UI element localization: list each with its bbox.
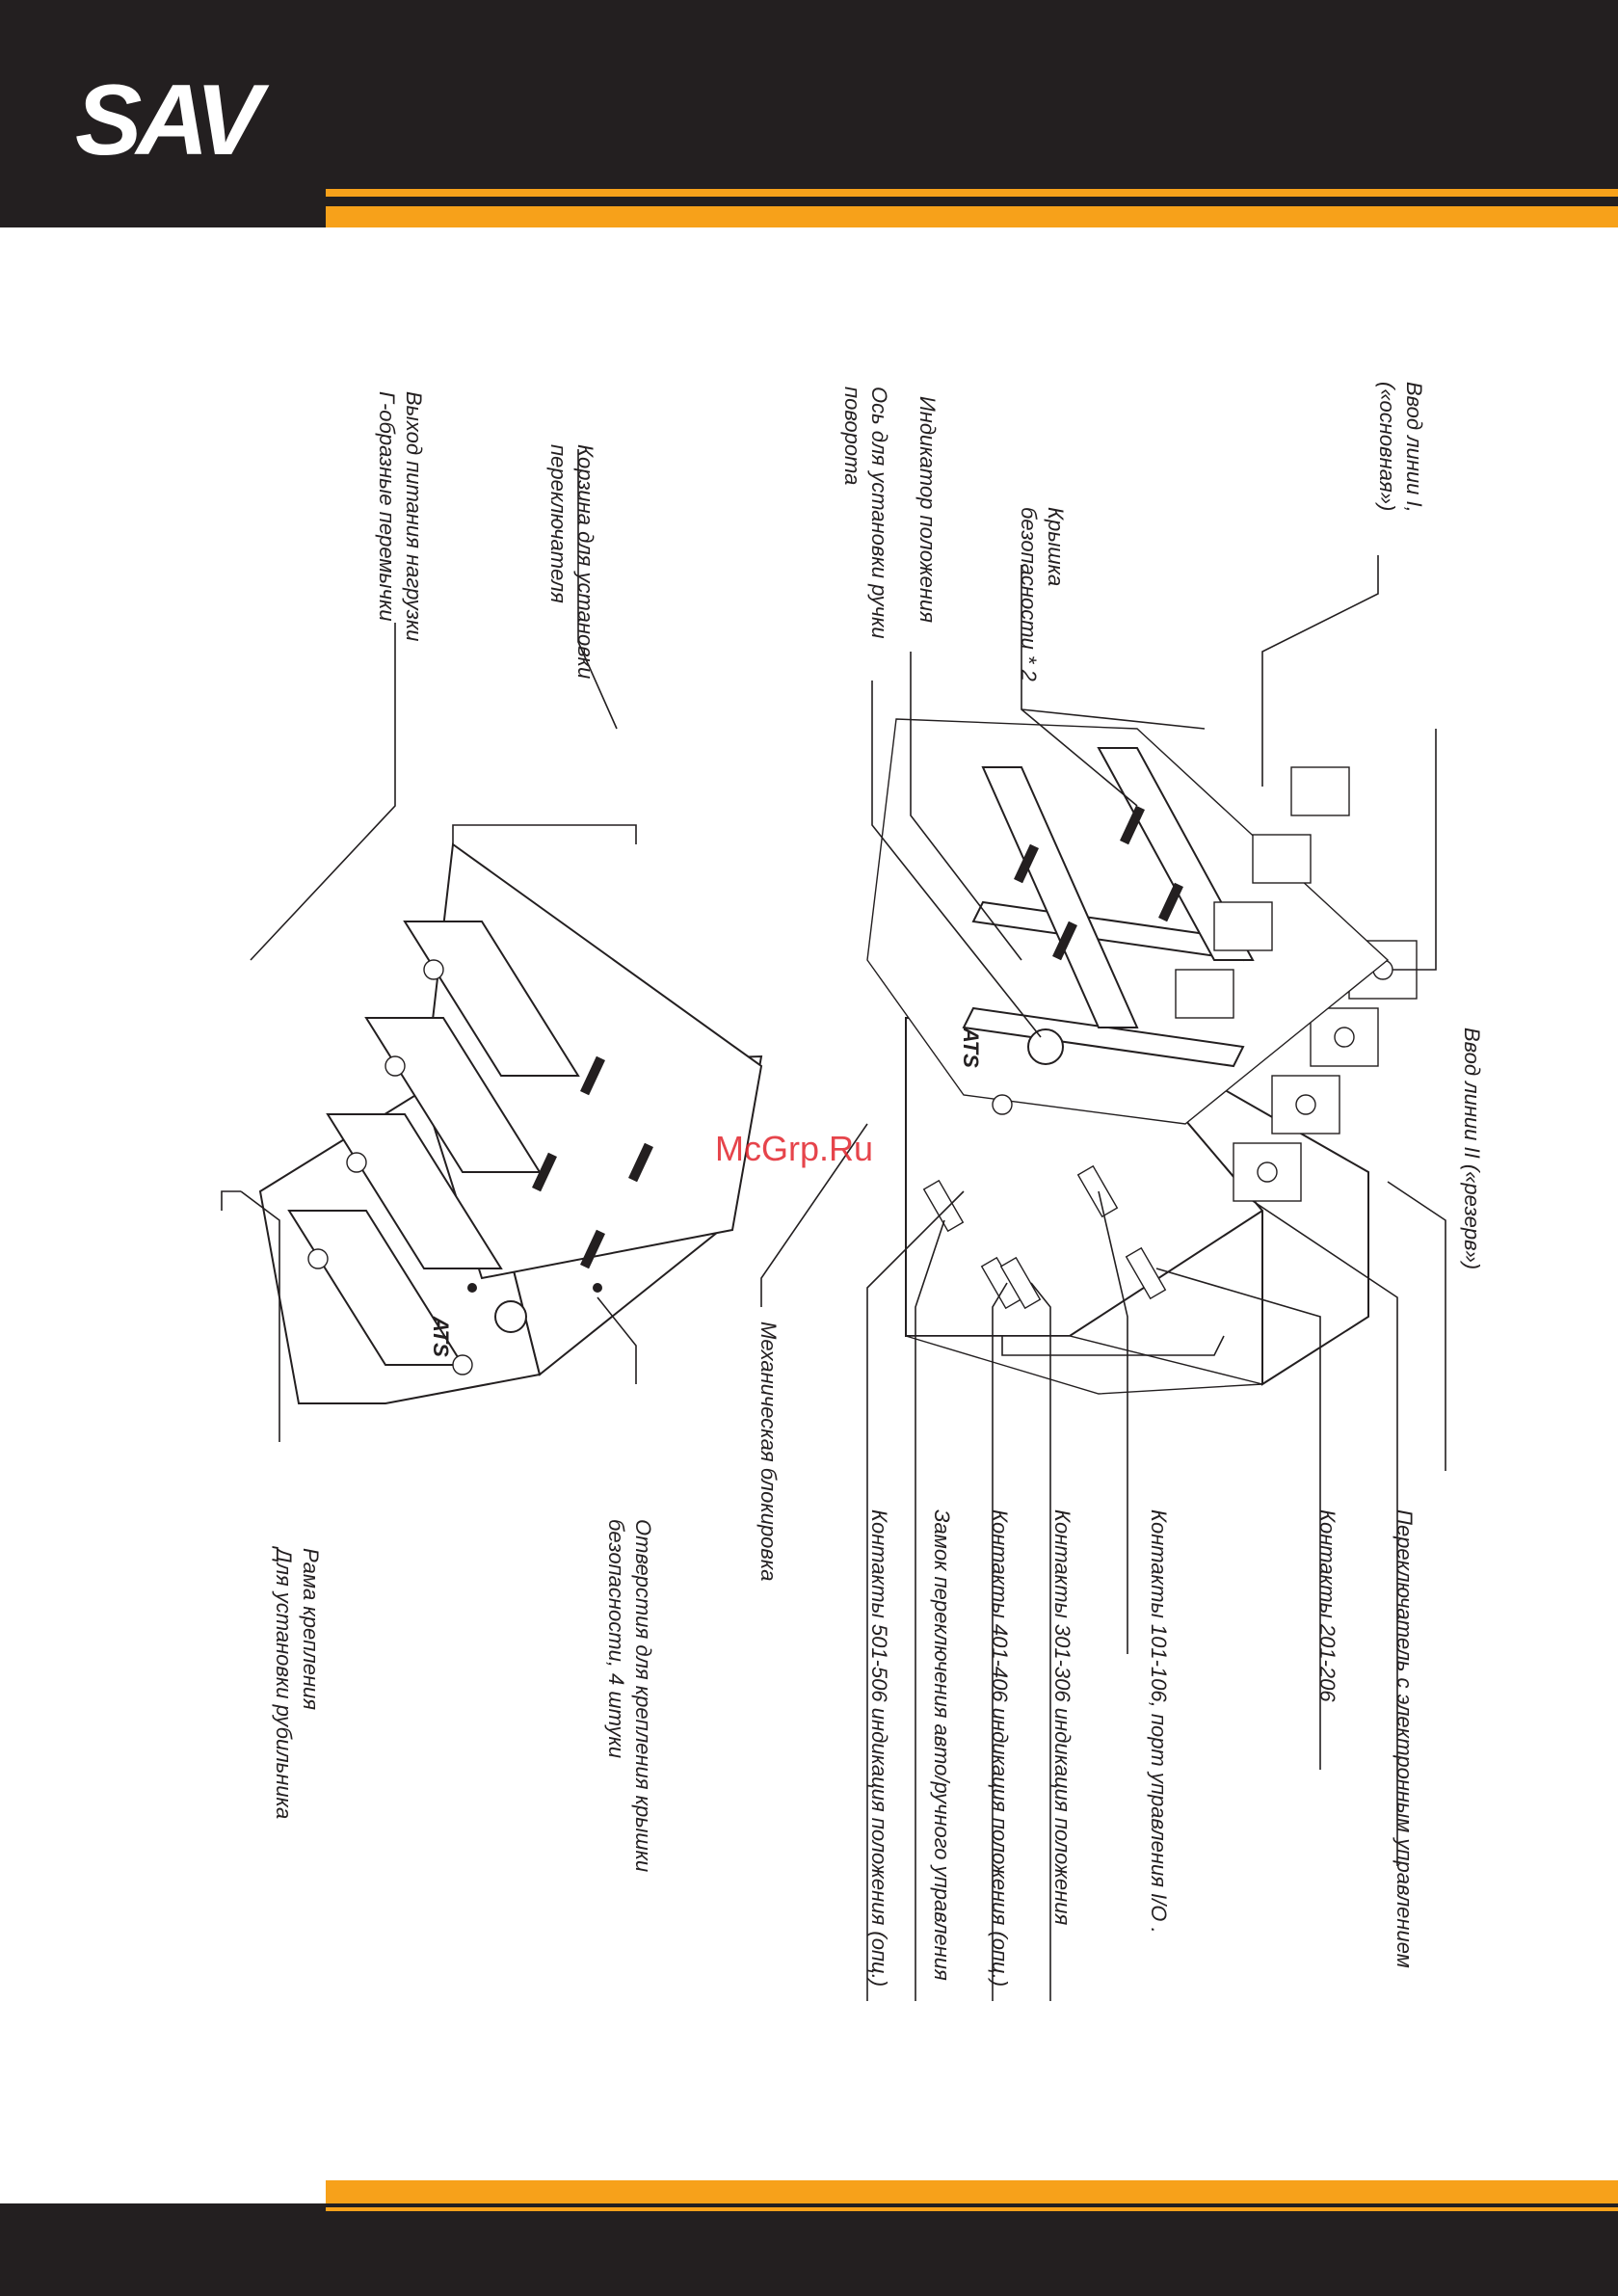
load-bridge-1 <box>403 921 580 1077</box>
load-bolt-4 <box>307 1248 329 1269</box>
label-line2-input: Ввод линии II («резерв») <box>1460 1028 1484 1269</box>
label-safety-cover-2: безопасности * 2 <box>1017 507 1041 681</box>
label-contacts-301: Контакты 301-306 индикация положения <box>1050 1509 1074 1926</box>
upper-mechanical-lock-icon <box>992 1094 1013 1115</box>
load-bolt-1 <box>423 959 444 980</box>
line1-terminal-1 <box>1290 766 1350 816</box>
basket-slot-3 <box>532 1152 557 1192</box>
label-load-output-1: Выход питания нагрузки <box>402 391 426 642</box>
label-line1-input-2: («основная») <box>1375 382 1399 511</box>
label-position-indicator: Индикатор положения <box>915 396 940 623</box>
label-contacts-101: Контакты 101-106, порт управления I/O . <box>1147 1509 1171 1934</box>
header-accent-stripe-thick <box>326 206 1618 227</box>
label-mount-frame-1: Рама крепления <box>299 1548 323 1710</box>
lower-handle-knob <box>494 1300 527 1333</box>
label-handle-axis-1: Ось для установки ручки <box>867 387 891 639</box>
leader-lines <box>240 449 1446 2001</box>
label-contacts-501: Контакты 501-506 индикация положения (оп… <box>867 1509 891 1987</box>
basket-slot-4 <box>580 1229 605 1269</box>
cover-hole-1 <box>467 1283 477 1293</box>
sav-logo: SAV <box>75 67 326 174</box>
line2-bolt-1 <box>1257 1161 1278 1183</box>
lower-ats-mark: АТS <box>429 1316 453 1357</box>
upper-rail-2 <box>962 1006 1245 1068</box>
rail-slot-3 <box>1014 843 1039 884</box>
callout-labels: Ввод линии I, («основная») Крышка безопа… <box>272 382 1484 1987</box>
label-handle-axis-2: поворота <box>840 387 864 485</box>
load-bolt-2 <box>385 1055 406 1077</box>
lower-mechanical-lock-icon <box>452 1354 473 1375</box>
load-bridge-3 <box>326 1113 503 1269</box>
label-switch-basket-1: Корзина для установки <box>573 444 597 679</box>
upper-mount-hook <box>1001 1335 1225 1356</box>
lower-assembly: АТS <box>221 824 763 1404</box>
basket-slot-1 <box>580 1055 605 1096</box>
rail-slot-4 <box>1052 921 1077 961</box>
header-accent-stripe-thin <box>326 189 1618 197</box>
rail-slot-1 <box>1120 805 1145 845</box>
footer-accent-stripe-thick <box>326 2180 1618 2203</box>
upper-ats-mark: АТS <box>959 1027 983 1068</box>
upper-handle-knob <box>1027 1028 1064 1065</box>
rail-slot-2 <box>1158 882 1183 922</box>
lower-mount-hook-top <box>452 824 637 844</box>
footer-accent-stripe-thin <box>326 2207 1618 2211</box>
label-safety-cover-1: Крышка <box>1044 507 1068 586</box>
contact-socket-501 <box>922 1179 965 1233</box>
line2-bolt-3 <box>1334 1027 1355 1048</box>
line1-terminal-3 <box>1213 901 1273 951</box>
contact-socket-301 <box>999 1256 1042 1310</box>
label-mechanical-lock: Механическая блокировка <box>756 1322 781 1582</box>
label-lock-auto-manual: Замок переключения авто/ручного управлен… <box>930 1509 954 1981</box>
label-line1-input-1: Ввод линии I, <box>1402 382 1426 513</box>
upper-box-bottom <box>905 1335 1263 1395</box>
lower-mount-hook-bottom <box>221 1190 241 1211</box>
label-contacts-401: Контакты 401-406 индикация положения (оп… <box>988 1509 1012 1987</box>
basket-slot-2 <box>628 1142 653 1183</box>
label-cover-holes-2: безопасности, 4 штуки <box>604 1519 628 1758</box>
label-electronic-switch: Переключатель с электронным управлением <box>1393 1509 1417 1968</box>
cover-hole-2 <box>593 1283 602 1293</box>
ats-exploded-diagram: АТS АТS <box>221 382 1484 2001</box>
upper-assembly: АТS <box>866 718 1418 1395</box>
line1-terminal-4 <box>1175 969 1234 1019</box>
label-load-output-2: Г-образные перемычки <box>375 391 399 622</box>
label-mount-frame-2: Для установки рубильника <box>272 1545 296 1819</box>
logo-text: SAV <box>75 65 262 176</box>
contact-socket-201 <box>1125 1246 1167 1300</box>
label-contacts-201: Контакты 201-206 <box>1315 1509 1339 1702</box>
line1-terminal-2 <box>1252 834 1312 884</box>
lower-basket-frame <box>422 842 763 1280</box>
label-cover-holes-1: Отверстия для крепления крышки <box>631 1519 655 1872</box>
watermark-text: McGrp.Ru <box>715 1129 873 1168</box>
load-bolt-3 <box>346 1152 367 1173</box>
label-switch-basket-2: переключателя <box>546 444 570 603</box>
contact-socket-101 <box>1076 1164 1119 1218</box>
line2-bolt-2 <box>1295 1094 1316 1115</box>
page-footer <box>0 2203 1618 2296</box>
